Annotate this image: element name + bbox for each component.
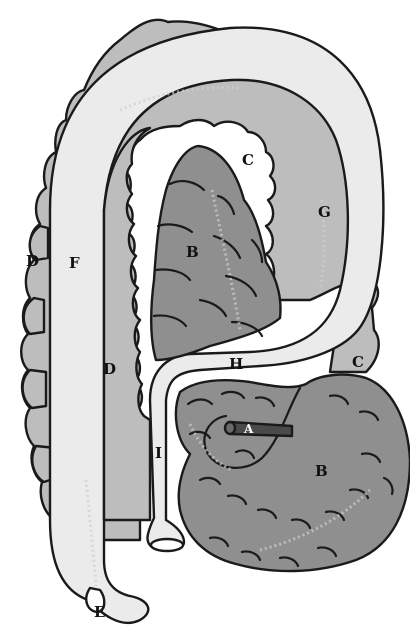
label-f: F <box>69 254 80 272</box>
label-h: H <box>229 355 243 373</box>
label-e: E <box>94 603 105 621</box>
label-d-left: D <box>26 252 39 270</box>
label-c-right: C <box>352 353 364 371</box>
label-b-lower: B <box>315 462 328 480</box>
label-d-inner: D <box>103 360 116 378</box>
label-g: G <box>318 203 331 221</box>
label-c-upper: C <box>242 151 254 169</box>
label-i: I <box>155 444 162 462</box>
tube-opening <box>151 539 183 551</box>
inner-gland-strip <box>104 128 150 520</box>
label-b-upper: B <box>186 243 199 261</box>
label-a: A <box>243 422 254 436</box>
